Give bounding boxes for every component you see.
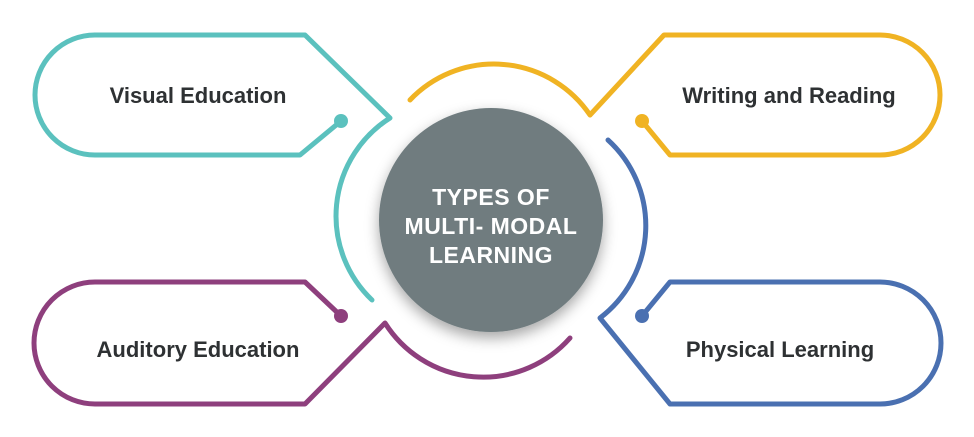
writing-reading-label: Writing and Reading (682, 83, 895, 108)
visual-education-label: Visual Education (110, 83, 287, 108)
writing-reading-dot (635, 114, 649, 128)
visual-education-dot (334, 114, 348, 128)
writing-reading-callout: Writing and Reading (407, 32, 943, 158)
center-hub: TYPES OF MULTI- MODAL LEARNING (379, 108, 603, 332)
visual-education-outline-lower (32, 32, 344, 158)
physical-learning-outline (597, 137, 944, 407)
visual-education-callout: Visual Education (32, 32, 393, 303)
center-title-line-3: LEARNING (429, 242, 553, 268)
visual-education-outline (92, 32, 393, 303)
center-title-line-2: MULTI- MODAL (405, 213, 578, 239)
writing-reading-outline (407, 32, 943, 158)
center-title-line-1: TYPES OF (432, 184, 550, 210)
physical-learning-dot (635, 309, 649, 323)
center-circle (379, 108, 603, 332)
physical-learning-callout: Physical Learning (597, 137, 944, 407)
auditory-education-label: Auditory Education (97, 337, 300, 362)
physical-learning-label: Physical Learning (686, 337, 874, 362)
auditory-education-callout: Auditory Education (31, 279, 573, 407)
auditory-education-dot (334, 309, 348, 323)
auditory-education-outline (31, 279, 573, 407)
